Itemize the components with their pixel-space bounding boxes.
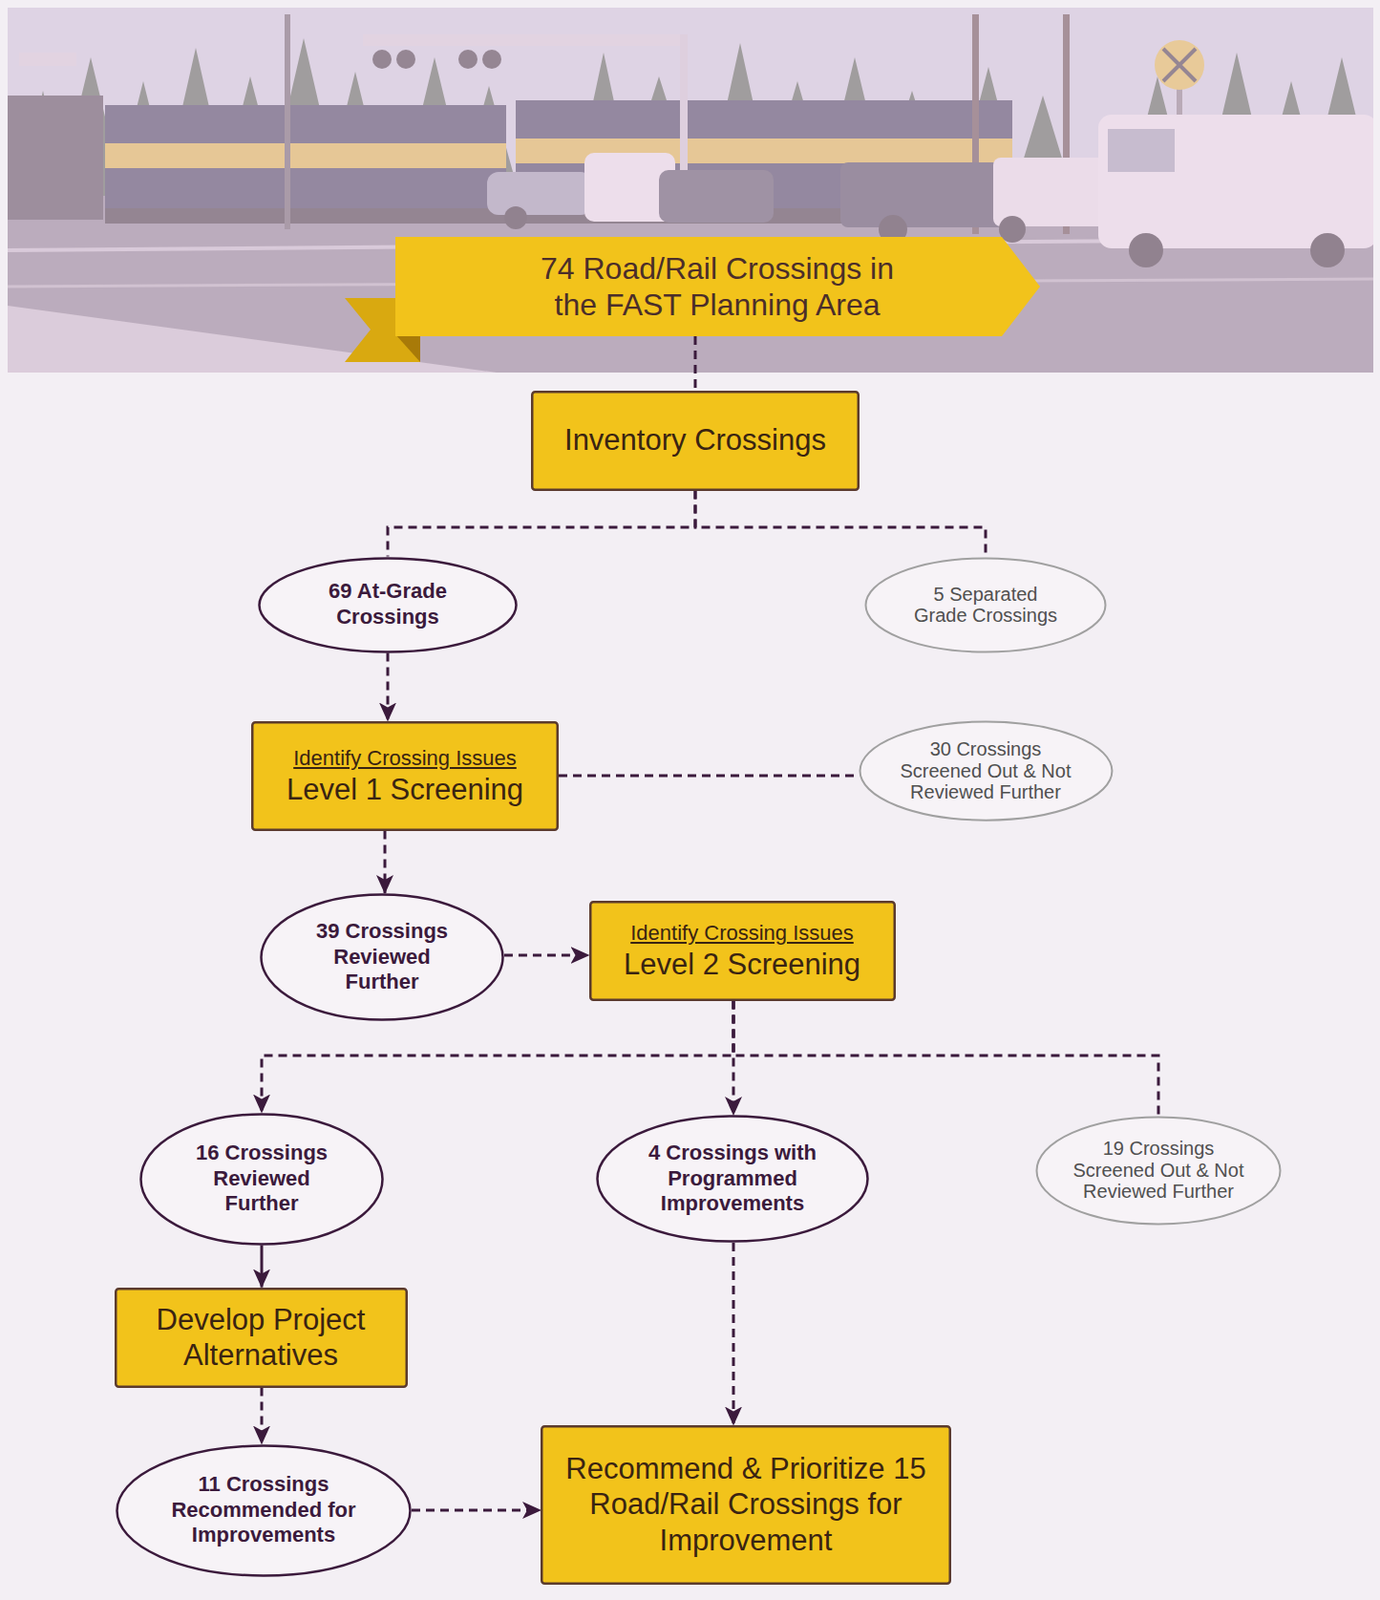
flow-connector (694, 336, 698, 391)
result-box: Recommend & Prioritize 15 Road/Rail Cros… (540, 1424, 952, 1585)
node-label: 19 Crossings Screened Out & Not Reviewed… (1066, 1137, 1251, 1202)
ellipse-outline (261, 894, 504, 1020)
node-label: 30 Crossings Screened Out & Not Reviewed… (893, 738, 1078, 803)
flow-connector (260, 1245, 264, 1288)
line-spacer (885, 286, 904, 302)
ellipse-outline (859, 721, 1112, 820)
flow-connector (386, 653, 390, 722)
text-wrap: Inventory Crossings (542, 422, 849, 458)
line-spacer (530, 286, 550, 302)
process-box: Inventory Crossings (530, 390, 860, 491)
box-outline (590, 901, 895, 1000)
flow-connector (260, 1387, 264, 1444)
box-outline (541, 1425, 951, 1584)
box-outline (115, 1288, 407, 1387)
flow-connector (733, 1000, 1159, 1116)
ellipse-outline (1037, 1116, 1281, 1224)
flow-connector (504, 954, 590, 957)
ellipse-outline (141, 1113, 383, 1244)
node-label: Develop Project Alternatives (131, 1301, 390, 1373)
text-wrap: Identify Crossing IssuesLevel 1 Screenin… (261, 743, 549, 808)
node-label: 4 Crossings with Programmed Improvements (641, 1140, 824, 1217)
text-wrap: 30 Crossings Screened Out & Not Reviewed… (893, 738, 1078, 803)
text-wrap: Recommend & Prioritize 15 Road/Rail Cros… (557, 1450, 935, 1558)
process-box: Develop Project Alternatives (114, 1287, 408, 1388)
ellipse-outline (117, 1444, 411, 1575)
node-label: 5 Separated Grade Crossings (909, 583, 1062, 627)
photo-tint (7, 7, 1374, 373)
excluded-ellipse: 30 Crossings Screened Out & Not Reviewed… (858, 720, 1114, 822)
text-wrap: 4 Crossings with Programmed Improvements (641, 1140, 824, 1217)
flow-connector (387, 490, 696, 557)
node-label: Level 2 Screening (598, 946, 886, 982)
text-wrap: 11 Crossings Recommended for Improvement… (166, 1471, 362, 1549)
ellipse-outline (866, 557, 1106, 652)
text-wrap: 39 Crossings Reviewed Further (305, 918, 459, 996)
text-wrap: Identify Crossing IssuesLevel 2 Screenin… (598, 918, 886, 983)
flow-connector (558, 774, 859, 778)
node-label: Level 1 Screening (261, 771, 549, 807)
count-ellipse: 39 Crossings Reviewed Further (259, 892, 505, 1021)
banner-fold (395, 334, 421, 362)
screening-box: Identify Crossing IssuesLevel 1 Screenin… (251, 721, 559, 831)
text-wrap: 74 Road/Rail Crossings in the FAST Plann… (530, 250, 904, 324)
flow-connector (411, 1508, 541, 1512)
node-label: 74 Road/Rail Crossings in the FAST Plann… (530, 250, 904, 324)
box-outline (531, 391, 859, 490)
node-label: Inventory Crossings (542, 422, 849, 458)
step-heading: Identify Crossing Issues (261, 743, 549, 773)
node-label: 11 Crossings Recommended for Improvement… (166, 1471, 362, 1549)
text-wrap: 69 At-Grade Crossings (306, 578, 469, 631)
flow-connector (261, 1000, 734, 1113)
text-wrap: 19 Crossings Screened Out & Not Reviewed… (1066, 1137, 1251, 1202)
banner-shape (395, 236, 1041, 337)
screening-box: Identify Crossing IssuesLevel 2 Screenin… (589, 900, 896, 1001)
ellipse-outline (259, 557, 517, 652)
count-ellipse: 16 Crossings Reviewed Further (139, 1112, 384, 1246)
excluded-ellipse: 19 Crossings Screened Out & Not Reviewed… (1035, 1115, 1282, 1226)
node-label: Recommend & Prioritize 15 Road/Rail Cros… (557, 1450, 935, 1558)
photo-group (7, 7, 1374, 373)
node-label: 39 Crossings Reviewed Further (305, 918, 459, 996)
count-ellipse: 4 Crossings with Programmed Improvements (595, 1114, 870, 1243)
flow-connector (383, 830, 387, 894)
flow-connector (732, 1242, 736, 1425)
flow-connector (695, 490, 986, 557)
box-outline (252, 721, 558, 830)
node-label: 69 At-Grade Crossings (306, 578, 469, 631)
node-label: 16 Crossings Reviewed Further (185, 1140, 339, 1217)
text-wrap: Develop Project Alternatives (131, 1301, 390, 1373)
ellipse-outline (597, 1116, 869, 1242)
text-wrap: 5 Separated Grade Crossings (909, 583, 1062, 627)
count-ellipse: 69 At-Grade Crossings (257, 556, 518, 654)
process-box-outline (114, 1287, 408, 1388)
count-ellipse: 11 Crossings Recommended for Improvement… (115, 1443, 412, 1577)
excluded-ellipse: 5 Separated Grade Crossings (864, 556, 1107, 654)
title-banner: 74 Road/Rail Crossings in the FAST Plann… (395, 236, 1041, 337)
step-heading: Identify Crossing Issues (598, 918, 886, 948)
text-wrap: 16 Crossings Reviewed Further (185, 1140, 339, 1217)
